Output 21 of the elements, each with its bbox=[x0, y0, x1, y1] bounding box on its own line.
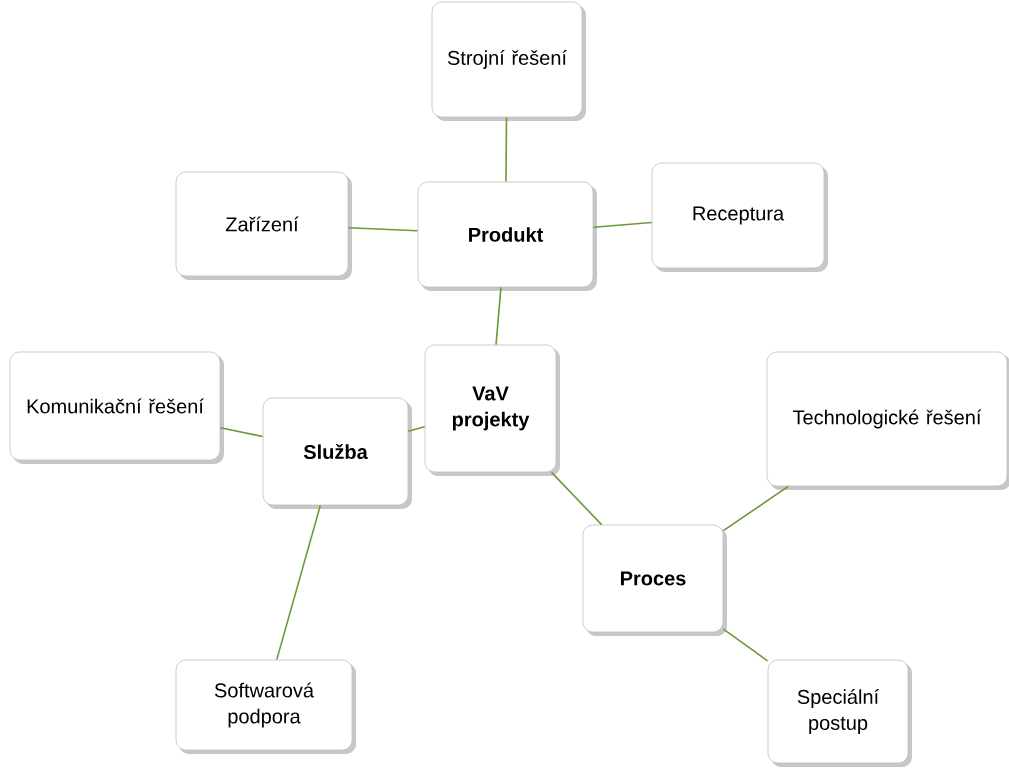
connector-line bbox=[505, 116, 508, 183]
node-box: Speciální postup bbox=[767, 659, 912, 767]
node-box: Komunikační řešení bbox=[9, 351, 224, 464]
connector-line bbox=[550, 471, 603, 526]
node-box: Softwarová podpora bbox=[175, 659, 356, 754]
connector-line bbox=[592, 221, 653, 229]
connector-line bbox=[722, 628, 769, 662]
node-box: Produkt bbox=[417, 181, 597, 291]
node-box: Receptura bbox=[651, 162, 828, 272]
connector-line bbox=[495, 286, 502, 346]
node-box: Proces bbox=[582, 524, 727, 636]
connector-line bbox=[722, 485, 790, 532]
node-box: Technologické řešení bbox=[766, 351, 1009, 490]
connector-line bbox=[407, 426, 426, 433]
connector-line bbox=[276, 504, 322, 661]
connector-line bbox=[347, 226, 419, 232]
node-box: Strojní řešení bbox=[431, 1, 586, 121]
node-box: Zařízení bbox=[175, 171, 352, 280]
node-box: Služba bbox=[262, 397, 412, 509]
node-box: VaV projekty bbox=[424, 344, 560, 476]
connector-line bbox=[219, 426, 264, 438]
